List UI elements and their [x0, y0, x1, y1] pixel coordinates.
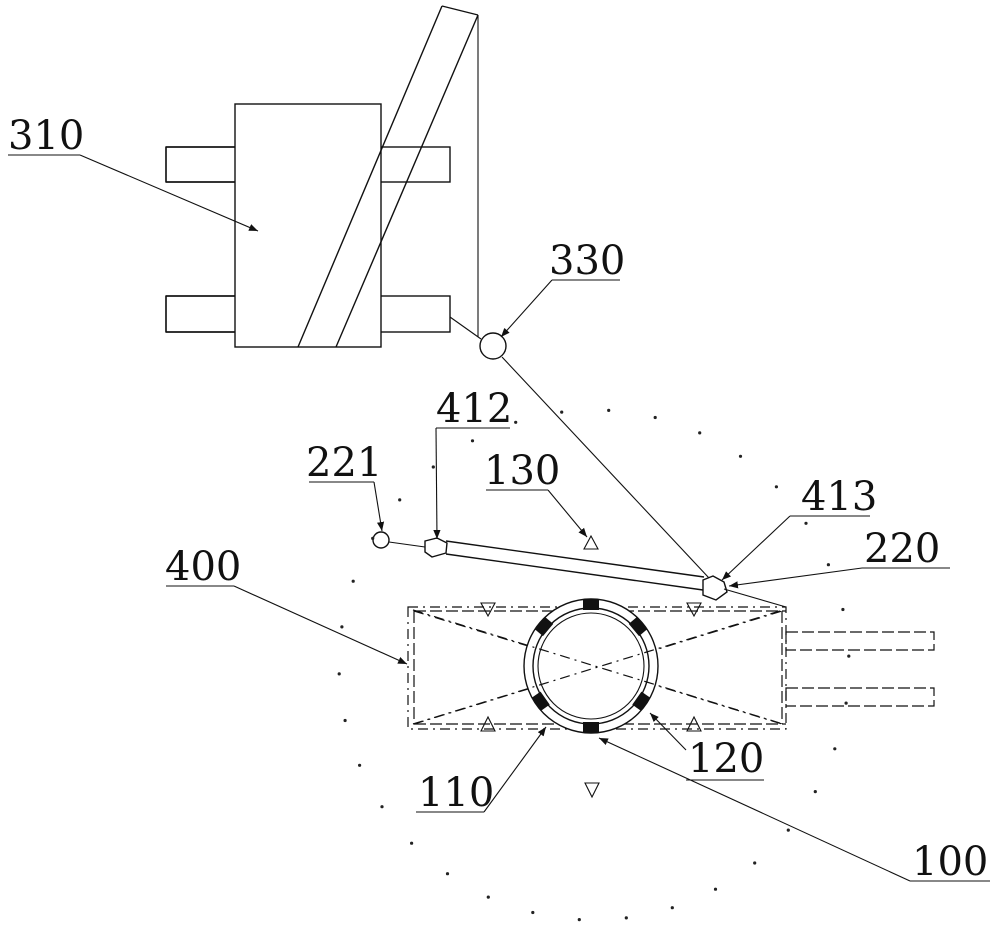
boundary-dot [804, 521, 808, 525]
marker-triangle-d [686, 715, 702, 732]
boundary-dot [753, 861, 757, 865]
boundary-dot [607, 408, 611, 412]
boundary-dot [841, 607, 845, 612]
boundary-dot [431, 465, 435, 469]
boundary-dot [844, 701, 848, 705]
boundary-dot [351, 579, 355, 583]
boundary-dot [813, 790, 817, 794]
label-413: 413 [801, 474, 877, 520]
boom-assembly [372, 531, 787, 618]
boundary-dot [486, 895, 490, 899]
boundary-dot [560, 410, 564, 414]
marker-triangle-130 [583, 534, 599, 550]
boundary-dot [698, 431, 702, 435]
marker-triangle-a [480, 602, 496, 618]
boom-rail-bottom [445, 553, 704, 591]
label-100: 100 [912, 839, 988, 885]
boundary-dot [380, 805, 384, 809]
boundary-dot [343, 718, 347, 723]
label-330: 330 [549, 238, 625, 284]
boom-end-412 [424, 537, 448, 558]
marker-triangle-e [584, 782, 600, 799]
boundary-dot [340, 625, 344, 629]
reference-labels: 310 330 412 221 130 413 220 400 120 110 … [8, 113, 988, 885]
label-220: 220 [864, 526, 940, 572]
inclined-beam [297, 5, 479, 348]
label-400: 400 [165, 544, 241, 590]
boundary-dot [337, 672, 341, 676]
boundary-dot [358, 763, 362, 767]
cable-upper [449, 316, 482, 340]
label-110: 110 [418, 770, 494, 816]
boundary-dot [738, 454, 743, 458]
boundary-dot [670, 906, 674, 910]
boundary-dot [826, 563, 831, 567]
node-221 [372, 531, 390, 549]
boundary-dot [577, 918, 581, 922]
boundary-dot [470, 439, 475, 443]
machine-310 [165, 5, 479, 348]
boundary-dot [398, 498, 402, 502]
boundary-dot [786, 828, 790, 832]
clamp-blocks-120 [531, 599, 651, 733]
label-412: 412 [436, 386, 512, 432]
pulley-330 [449, 316, 710, 579]
machine-310-body [234, 103, 382, 348]
boundary-dot [531, 910, 535, 915]
cable-main [501, 356, 710, 579]
boom-rail-top [445, 540, 705, 578]
frame-arms [785, 631, 935, 707]
boundary-dot [653, 415, 657, 420]
marker-triangle-b [686, 602, 702, 618]
boundary-dot [833, 747, 837, 751]
boundary-dot [713, 887, 718, 891]
pulley-330-wheel [479, 332, 507, 360]
boundary-dot [847, 654, 851, 658]
boundary-dot [774, 485, 779, 489]
boom-end-413 [702, 575, 728, 601]
dotted-boundary [337, 408, 851, 922]
marker-triangle-c [480, 715, 496, 732]
boundary-dot [371, 536, 375, 541]
boundary-dot [410, 841, 414, 845]
ring-assembly [412, 598, 784, 734]
label-120: 120 [688, 736, 764, 782]
boundary-dot [624, 916, 628, 920]
boundary-dot [445, 872, 450, 876]
leader-lines [8, 154, 990, 882]
frame-400 [407, 606, 935, 799]
label-221: 221 [306, 440, 382, 486]
label-130: 130 [484, 448, 560, 494]
label-310: 310 [8, 113, 84, 159]
boundary-dot [514, 420, 518, 424]
